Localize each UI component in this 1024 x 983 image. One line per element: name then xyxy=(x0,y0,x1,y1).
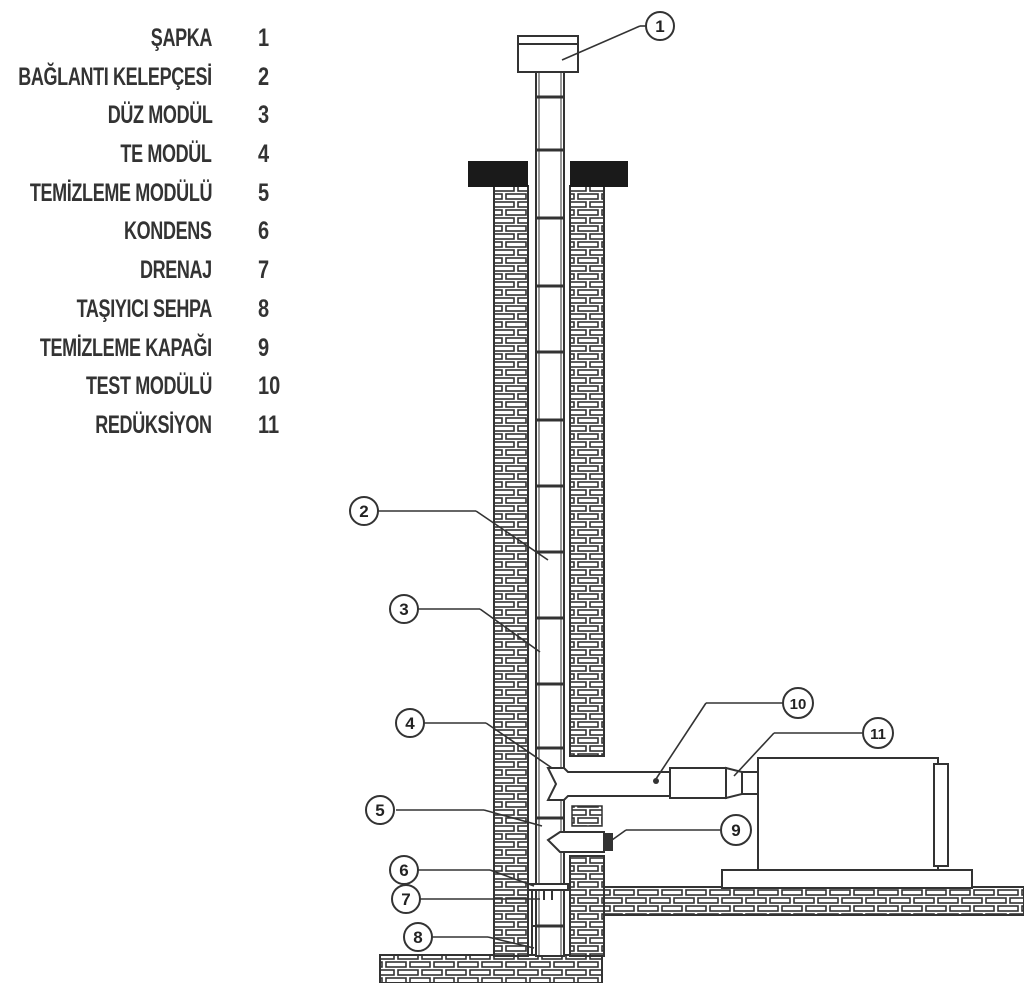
legend-item-tasiyici-sehpa: TAŞIYICI SEHPA 8 xyxy=(0,295,300,334)
leader-lines xyxy=(378,25,862,949)
callout-8: 8 xyxy=(403,922,433,952)
legend-item-duz-modul: DÜZ MODÜL 3 xyxy=(0,101,300,140)
legend-item-number: 6 xyxy=(258,217,270,246)
callout-label: 6 xyxy=(399,861,408,880)
legend-item-temizleme-kapagi: TEMİZLEME KAPAĞI 9 xyxy=(0,334,300,373)
legend-item-name: TEST MODÜLÜ xyxy=(85,372,212,401)
legend-item-name: TE MODÜL xyxy=(120,140,212,169)
legend-item-number: 11 xyxy=(258,410,280,439)
legend-item-te-modul: TE MODÜL 4 xyxy=(0,140,300,179)
support-stand xyxy=(531,890,565,955)
callout-label: 1 xyxy=(655,17,664,36)
drain-pipe xyxy=(543,890,553,900)
legend-item-name: KONDENS xyxy=(124,217,213,246)
legend-item-number: 2 xyxy=(258,62,270,91)
callout-4: 4 xyxy=(395,708,425,738)
rain-cap xyxy=(517,35,579,73)
legend-item-name: TEMİZLEME KAPAĞI xyxy=(40,333,212,362)
callout-3: 3 xyxy=(389,594,419,624)
legend-item-drenaj: DRENAJ 7 xyxy=(0,256,300,295)
legend-item-name: DRENAJ xyxy=(140,256,212,285)
flue-pipe xyxy=(535,71,565,957)
legend-item-number: 1 xyxy=(258,24,270,52)
legend-item-number: 7 xyxy=(258,256,270,285)
legend-item-name: REDÜKSİYON xyxy=(95,410,213,439)
callout-5: 5 xyxy=(365,795,395,825)
condensate-tray xyxy=(527,883,569,891)
legend-item-number: 5 xyxy=(258,178,270,207)
brick-wall-left xyxy=(493,185,529,957)
legend-item-name: BAĞLANTI KELEPÇESİ xyxy=(18,62,212,91)
callout-10: 10 xyxy=(782,687,814,719)
legend-item-name: ŞAPKA xyxy=(150,24,213,52)
callout-label: 5 xyxy=(375,801,384,820)
callout-11: 11 xyxy=(862,717,894,749)
callout-label: 8 xyxy=(413,928,422,947)
legend-item-number: 3 xyxy=(258,101,270,130)
legend-item-number: 4 xyxy=(258,140,270,169)
legend-item-reduksiyon: REDÜKSİYON 11 xyxy=(0,411,300,450)
legend-item-number: 10 xyxy=(258,372,281,401)
callout-6: 6 xyxy=(389,855,419,885)
callout-9: 9 xyxy=(720,814,752,846)
legend-item-sapka: ŞAPKA 1 xyxy=(0,24,300,63)
legend-item-name: TAŞIYICI SEHPA xyxy=(76,294,213,323)
legend-item-kondens: KONDENS 6 xyxy=(0,217,300,256)
test-module xyxy=(653,767,727,799)
callout-label: 4 xyxy=(405,714,415,733)
reducer xyxy=(725,766,761,800)
legend-item-name: DÜZ MODÜL xyxy=(107,101,212,130)
brick-wall-right-upper xyxy=(569,185,605,757)
component-legend: ŞAPKA 1 BAĞLANTI KELEPÇESİ 2 DÜZ MODÜL 3… xyxy=(0,24,300,450)
legend-item-number: 8 xyxy=(258,294,270,323)
callout-label: 11 xyxy=(870,726,886,743)
legend-item-baglanti-kelepcesi: BAĞLANTI KELEPÇESİ 2 xyxy=(0,63,300,102)
callout-2: 2 xyxy=(349,496,379,526)
legend-item-number: 9 xyxy=(258,333,270,362)
legend-item-temizleme-modulu: TEMİZLEME MODÜLÜ 5 xyxy=(0,179,300,218)
callout-1: 1 xyxy=(645,11,675,41)
legend-item-name: TEMİZLEME MODÜLÜ xyxy=(29,178,213,207)
cleaning-module-branch xyxy=(546,831,613,853)
boiler-unit xyxy=(721,757,973,889)
callout-7: 7 xyxy=(391,884,421,914)
brick-wall-right-small xyxy=(571,805,603,827)
legend-item-test-modulu: TEST MODÜLÜ 10 xyxy=(0,372,300,411)
callout-label: 9 xyxy=(731,821,740,840)
callout-label: 3 xyxy=(399,600,408,619)
callout-label: 7 xyxy=(401,890,410,909)
brick-wall-right-lower xyxy=(569,855,605,957)
callout-label: 10 xyxy=(790,696,807,713)
chimney-crown-right xyxy=(570,161,628,187)
ground-slab-base xyxy=(379,954,603,983)
chimney-crown-left xyxy=(468,161,528,187)
ground-slab-floor xyxy=(597,886,1024,916)
callout-label: 2 xyxy=(359,502,368,521)
tee-module-branch xyxy=(546,767,671,801)
